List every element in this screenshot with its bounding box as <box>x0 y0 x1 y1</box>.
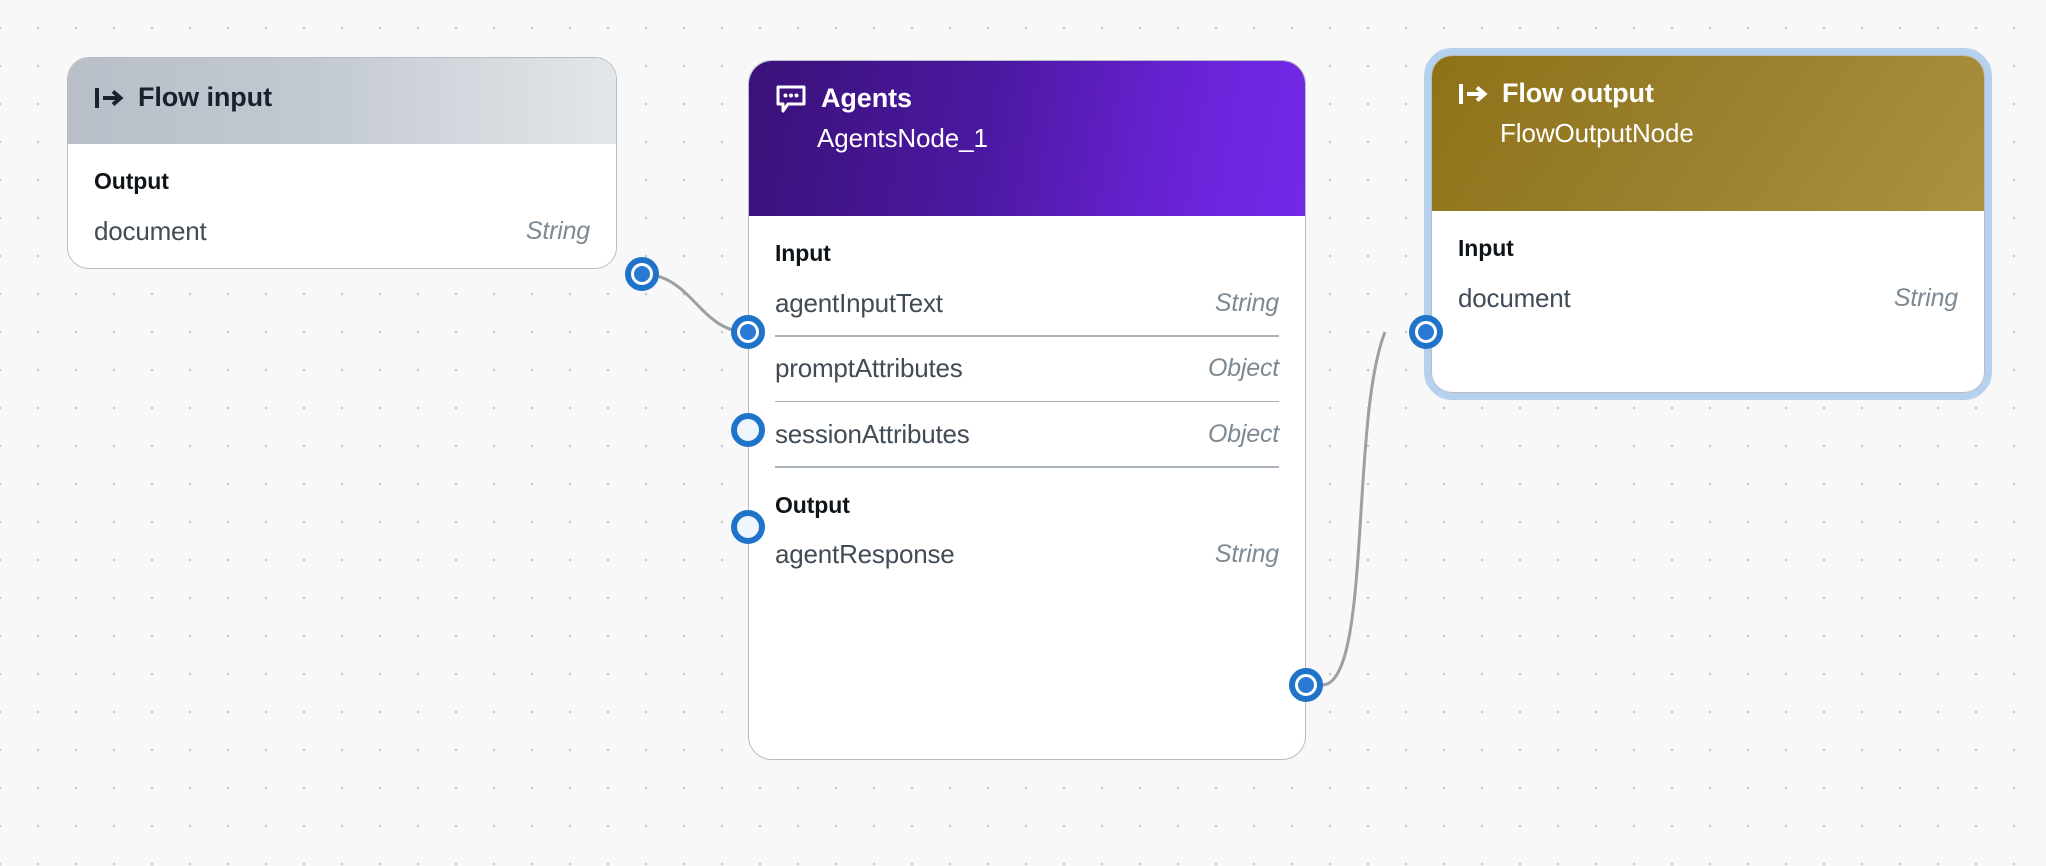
port-type-sessionattributes: Object <box>1207 419 1279 448</box>
node-flow-output-selection-ring: Flow output FlowOutputNode Input documen… <box>1424 48 1992 400</box>
node-flow-input-header[interactable]: Flow input <box>68 58 616 144</box>
port-name-document: document <box>94 215 207 246</box>
node-flow-input-body: Output document String <box>68 144 616 263</box>
port-name-sessionattributes: sessionAttributes <box>775 418 970 449</box>
port-flow-input-document-output[interactable] <box>625 257 659 291</box>
port-row-promptattributes[interactable]: promptAttributes Object <box>775 337 1279 401</box>
node-flow-input-title: Flow input <box>138 82 272 112</box>
port-agents-sessionattributes-input[interactable] <box>731 510 765 544</box>
port-type-promptattributes: Object <box>1207 354 1279 382</box>
node-flow-output[interactable]: Flow output FlowOutputNode Input documen… <box>1431 55 1985 393</box>
port-name-document: document <box>1458 282 1571 313</box>
node-flow-output-title: Flow output <box>1502 78 1654 108</box>
edge-agents-to-flow-output <box>1321 331 1387 687</box>
port-type-agentinputtext: String <box>1214 288 1279 317</box>
section-label-input: Input <box>775 240 831 266</box>
port-agents-agentresponse-output[interactable] <box>1289 668 1323 702</box>
chat-bubble-dots-icon <box>775 84 807 114</box>
port-agents-promptattributes-input[interactable] <box>731 413 765 447</box>
node-flow-input[interactable]: Flow input Output document String <box>67 57 617 269</box>
port-row-sessionattributes[interactable]: sessionAttributes Object <box>775 402 1279 466</box>
section-label-output: Output <box>94 168 169 194</box>
port-row-agentresponse[interactable]: agentResponse String <box>775 523 1279 587</box>
port-type-document: String <box>525 216 590 245</box>
flow-output-icon <box>1458 81 1488 107</box>
edge-flow-input-to-agents <box>641 272 748 334</box>
node-agents[interactable]: Agents AgentsNode_1 Input agentInputText… <box>748 60 1306 760</box>
port-name-promptattributes: promptAttributes <box>775 353 963 383</box>
port-name-agentinputtext: agentInputText <box>775 287 943 318</box>
port-flow-output-document-input[interactable] <box>1409 315 1443 349</box>
flow-input-icon <box>94 85 124 111</box>
node-agents-title: Agents <box>821 83 912 113</box>
section-label-input: Input <box>1458 235 1514 261</box>
port-row-agentinputtext[interactable]: agentInputText String <box>775 271 1279 335</box>
row-divider <box>775 400 1279 402</box>
node-flow-output-body: Input document String <box>1432 211 1984 330</box>
port-row-document[interactable]: document String <box>1458 266 1958 330</box>
port-agents-agentinputtext-input[interactable] <box>731 315 765 349</box>
row-divider <box>775 466 1279 468</box>
section-label-output: Output <box>775 491 850 518</box>
port-row-document[interactable]: document String <box>94 199 590 263</box>
port-type-document: String <box>1893 283 1958 312</box>
port-type-agentresponse: String <box>1214 540 1279 568</box>
node-flow-output-subtitle: FlowOutputNode <box>1500 118 1694 148</box>
row-divider <box>775 335 1279 337</box>
node-agents-header[interactable]: Agents AgentsNode_1 <box>749 61 1305 216</box>
node-flow-output-header[interactable]: Flow output FlowOutputNode <box>1432 56 1984 211</box>
port-name-agentresponse: agentResponse <box>775 539 955 569</box>
node-agents-subtitle: AgentsNode_1 <box>817 123 988 153</box>
node-agents-body: Input agentInputText String promptAttrib… <box>749 216 1305 587</box>
